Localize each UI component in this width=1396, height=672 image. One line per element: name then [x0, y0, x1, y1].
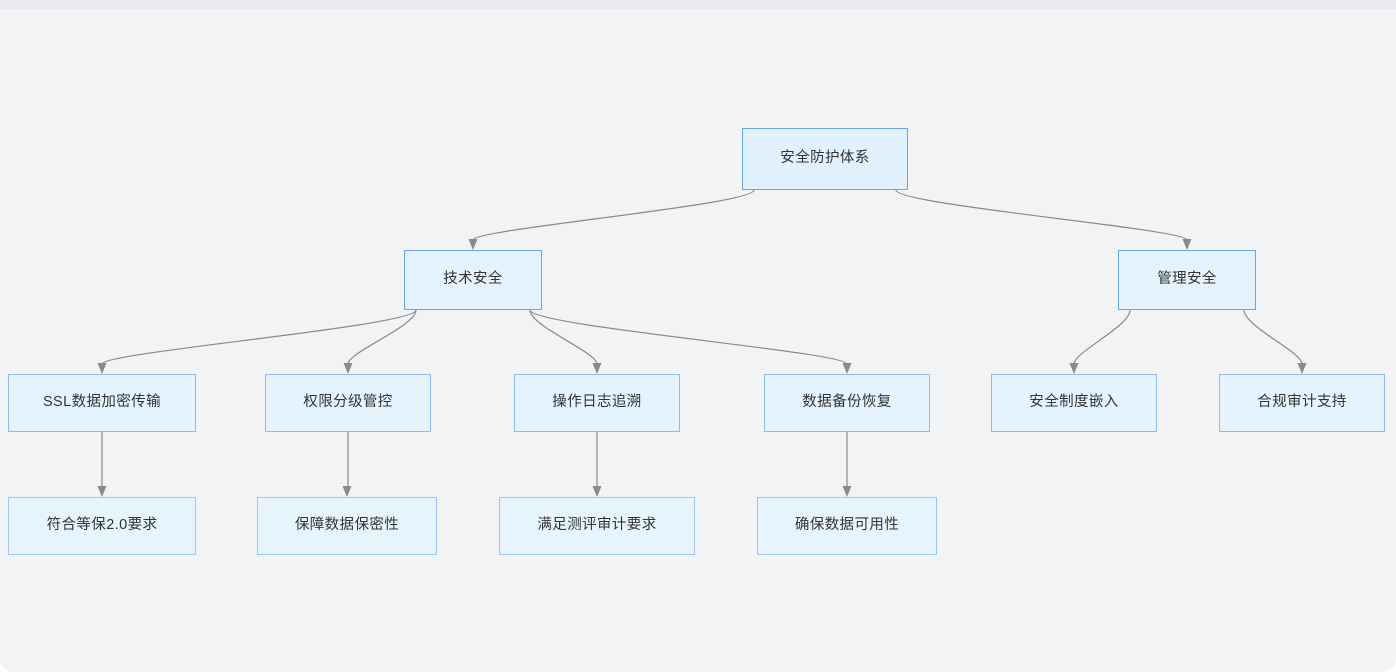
- edge-arrow-tech-to-t2: [343, 363, 353, 374]
- node-label: 安全防护体系: [780, 150, 870, 167]
- edge-arrow-t4-to-o4: [842, 486, 852, 497]
- edge-mgmt-to-m1: [1073, 309, 1131, 365]
- node-t3[interactable]: 操作日志追溯: [514, 374, 680, 432]
- node-label: 操作日志追溯: [552, 394, 642, 411]
- node-label: 管理安全: [1157, 271, 1217, 288]
- node-label: 权限分级管控: [303, 394, 393, 411]
- top-strip: [0, 0, 1396, 9]
- node-label: SSL数据加密传输: [42, 394, 161, 411]
- edge-mgmt-to-m2: [1243, 309, 1303, 365]
- edge-root-to-tech: [472, 189, 755, 241]
- edge-arrow-tech-to-t1: [97, 363, 107, 374]
- node-m1[interactable]: 安全制度嵌入: [991, 374, 1157, 432]
- node-label: 数据备份恢复: [802, 394, 892, 411]
- node-t2[interactable]: 权限分级管控: [265, 374, 431, 432]
- node-label: 满足测评审计要求: [537, 517, 657, 534]
- edge-arrow-tech-to-t3: [592, 363, 602, 374]
- edge-tech-to-t2: [347, 309, 417, 365]
- node-o3[interactable]: 满足测评审计要求: [499, 497, 695, 555]
- node-label: 确保数据可用性: [794, 517, 900, 534]
- edge-tech-to-t4: [529, 309, 848, 365]
- edge-arrow-t1-to-o1: [97, 486, 107, 497]
- edge-root-to-mgmt: [895, 189, 1188, 241]
- node-mgmt[interactable]: 管理安全: [1118, 250, 1256, 310]
- node-label: 符合等保2.0要求: [46, 517, 158, 534]
- edge-arrow-root-to-tech: [468, 239, 478, 250]
- node-root[interactable]: 安全防护体系: [742, 128, 908, 190]
- edge-arrow-t2-to-o2: [342, 486, 352, 497]
- edge-tech-to-t1: [101, 309, 417, 365]
- node-tech[interactable]: 技术安全: [404, 250, 542, 310]
- edge-arrow-tech-to-t4: [842, 363, 852, 374]
- edge-arrow-t3-to-o3: [592, 486, 602, 497]
- node-label: 技术安全: [443, 271, 503, 288]
- edge-tech-to-t3: [529, 309, 598, 365]
- node-o2[interactable]: 保障数据保密性: [257, 497, 437, 555]
- node-label: 合规审计支持: [1257, 394, 1347, 411]
- edge-arrow-root-to-mgmt: [1182, 239, 1192, 250]
- node-t1[interactable]: SSL数据加密传输: [8, 374, 196, 432]
- node-t4[interactable]: 数据备份恢复: [764, 374, 930, 432]
- edge-layer: [97, 189, 1307, 497]
- edge-arrow-mgmt-to-m2: [1297, 363, 1307, 374]
- node-label: 保障数据保密性: [294, 517, 400, 534]
- node-label: 安全制度嵌入: [1029, 394, 1119, 411]
- edge-arrow-mgmt-to-m1: [1069, 363, 1079, 374]
- node-o1[interactable]: 符合等保2.0要求: [8, 497, 196, 555]
- node-m2[interactable]: 合规审计支持: [1219, 374, 1385, 432]
- node-o4[interactable]: 确保数据可用性: [757, 497, 937, 555]
- diagram-canvas[interactable]: 安全防护体系技术安全 管理安全 SSL数据加密传输 权限分级管控 操作日志追溯 数据备份恢…: [0, 9, 1396, 672]
